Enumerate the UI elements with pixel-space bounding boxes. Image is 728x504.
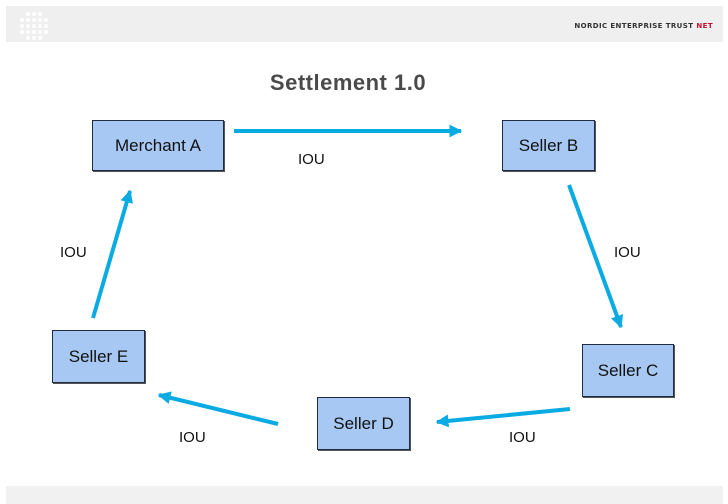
arrow-c-to-d	[435, 407, 571, 428]
edge-label-a-to-b: IOU	[298, 151, 325, 168]
dot-grid-logo-icon	[20, 12, 48, 40]
node-merchant-a: Merchant A	[92, 120, 224, 171]
brand-accent: NET	[696, 22, 713, 30]
arrow-d-to-e	[157, 391, 279, 426]
brand-text: NORDIC ENTERPRISE TRUST	[574, 22, 694, 30]
node-seller-b: Seller B	[502, 120, 595, 171]
edge-label-d-to-e: IOU	[179, 429, 206, 446]
footer-bar	[6, 486, 723, 504]
node-seller-d: Seller D	[317, 397, 410, 450]
edge-label-b-to-c: IOU	[614, 244, 641, 261]
edge-label-c-to-d: IOU	[509, 429, 536, 446]
edge-label-e-to-a: IOU	[60, 244, 87, 261]
arrow-e-to-a	[91, 189, 133, 319]
node-seller-c: Seller C	[582, 344, 674, 397]
arrow-b-to-c	[567, 184, 624, 329]
node-seller-e: Seller E	[52, 330, 145, 383]
diagram-title: Settlement 1.0	[269, 70, 427, 95]
